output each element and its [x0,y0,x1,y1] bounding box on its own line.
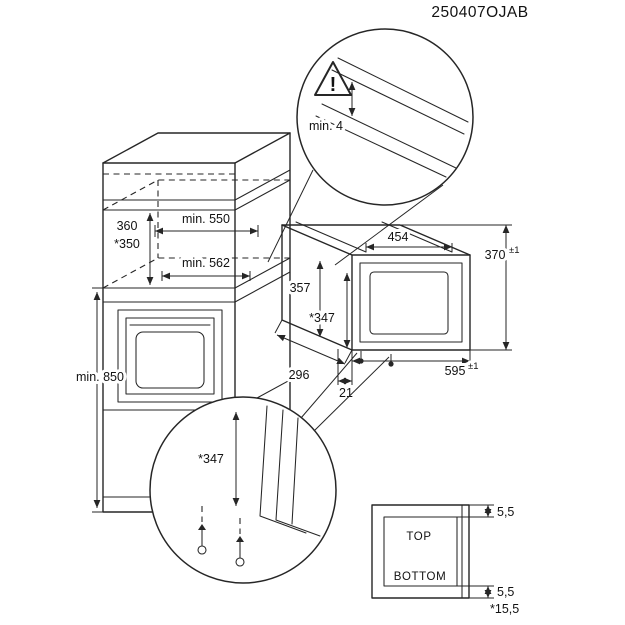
appliance-door [359,262,463,343]
dim-appliance-top-width: 454 [365,227,453,252]
screw-icon [197,506,207,555]
clearance-detail-edges [315,57,469,178]
warning-triangle-icon: ! [314,61,352,96]
screw-icon [235,518,245,567]
appliance-top-width-label: 454 [388,230,409,244]
section-top-label: TOP [406,531,431,543]
door-corner-edges [259,405,321,537]
dim-body-height: 357 [287,261,324,337]
section-bottom-label: BOTTOM [394,571,447,583]
pointer-line [313,356,390,432]
body-height-alt-label: *347 [309,311,335,325]
cabinet-hidden-edges [102,173,290,289]
appliance-width-tolerance: ±1 [468,361,479,372]
appliance-outline [281,221,471,351]
appliance-fixing-screws [358,351,394,367]
callout-circle [149,396,337,584]
callout-circle [296,28,474,206]
appliance-height-label: 370 [485,248,506,262]
callout-bottom-fixing: *347 [149,352,390,584]
dim-appliance-height: 370 ±1 [400,224,523,351]
dim-body-height-alt: *347 [306,273,351,348]
section-detail: TOP BOTTOM 5,5 5,5 *15,5 [371,502,522,619]
clearance-label: min. 4 [309,119,343,133]
appliance-height-tolerance: ±1 [509,245,520,256]
dim-niche-height: 360 *350 [111,213,154,285]
front-offset-label: 21 [339,386,353,400]
oven-front [117,309,223,403]
body-height-label: 357 [290,281,311,295]
overlap-bottom-label: 5,5 [497,585,514,599]
overlap-top-label: 5,5 [497,505,514,519]
dim-appliance-width: 595 ±1 [351,350,482,381]
install-height-label: min. 850 [76,370,124,384]
appliance-width-label: 595 [445,364,466,378]
niche-width-label: min. 550 [182,212,230,226]
screw-icon [388,354,394,367]
screw-icon [358,351,364,364]
pointer-line [334,184,444,266]
fixing-height-label: *347 [198,452,224,466]
niche-height-label: 360 [117,219,138,233]
dim-overlap-bottom: 5,5 *15,5 [457,582,522,619]
warning-mark: ! [330,74,337,96]
niche-height-alt-label: *350 [114,237,140,251]
dim-front-offset: 21 [336,349,356,403]
pointer-line [267,169,314,263]
pointer-line [300,352,358,419]
dim-niche-width: min. 550 [154,209,259,237]
dim-body-depth: 296 [274,319,353,385]
niche-depth-label: min. 562 [182,256,230,270]
callout-top-clearance: ! min. 4 [267,28,474,266]
appliance-door-window [369,271,449,335]
overlap-bottom-alt-label: *15,5 [490,602,519,616]
dim-niche-depth: min. 562 [161,253,251,281]
body-depth-label: 296 [289,368,310,382]
dim-install-height: min. 850 [73,287,127,513]
document-code: 250407OJAB [431,4,528,21]
dim-overlap-top: 5,5 [457,502,517,522]
